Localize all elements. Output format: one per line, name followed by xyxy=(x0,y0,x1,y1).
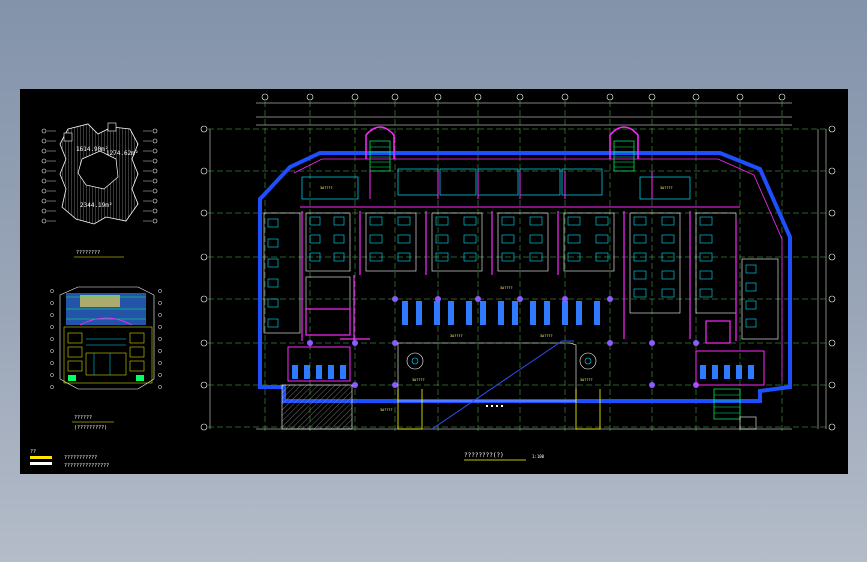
key-plan-top: 1614.90m² 1274.62m² 2344.19m² ???????? xyxy=(41,122,158,258)
legend-title: ?? xyxy=(30,449,36,455)
room-tag-1: 3A???? xyxy=(320,186,333,190)
room-tag-8: 3A???? xyxy=(380,408,393,412)
key-plan-bottom: ?????? (?????????) xyxy=(50,286,162,431)
legend-item-2: ??????????????? xyxy=(64,463,109,469)
area-label-3: 2344.19m² xyxy=(80,202,113,209)
legend-swatch-yellow xyxy=(30,456,52,459)
area-label-2: 1274.62m² xyxy=(106,150,139,157)
room-tag-7: 3A???? xyxy=(580,378,593,382)
room-tag-6: 3A???? xyxy=(412,378,425,382)
key-plan-bottom-caption: ?????? xyxy=(74,415,92,421)
legend: ?? ??????????? ??????????????? xyxy=(30,449,109,469)
room-tag-3: 3A???? xyxy=(500,286,513,290)
key-plan-bottom-subcaption: (?????????) xyxy=(74,425,107,431)
area-label-1: 1614.90m² xyxy=(76,146,109,153)
legend-swatch-white xyxy=(30,462,52,465)
cad-drawing-canvas[interactable]: 1614.90m² 1274.62m² 2344.19m² ???????? xyxy=(20,89,848,474)
drawing-title: ????????(?) xyxy=(464,452,504,459)
room-tag-2: 3A???? xyxy=(660,186,673,190)
room-tag-5: 3A???? xyxy=(540,334,553,338)
key-plan-top-caption: ???????? xyxy=(76,250,100,256)
drawing-scale: 1:100 xyxy=(532,454,545,459)
main-floor-plan: 3A???? 3A???? 3A???? 3A???? 3A???? 3A???… xyxy=(200,93,836,461)
legend-item-1: ??????????? xyxy=(64,455,97,461)
floor-plan-svg: 1614.90m² 1274.62m² 2344.19m² ???????? xyxy=(30,93,836,469)
room-tag-4: 3A???? xyxy=(450,334,463,338)
